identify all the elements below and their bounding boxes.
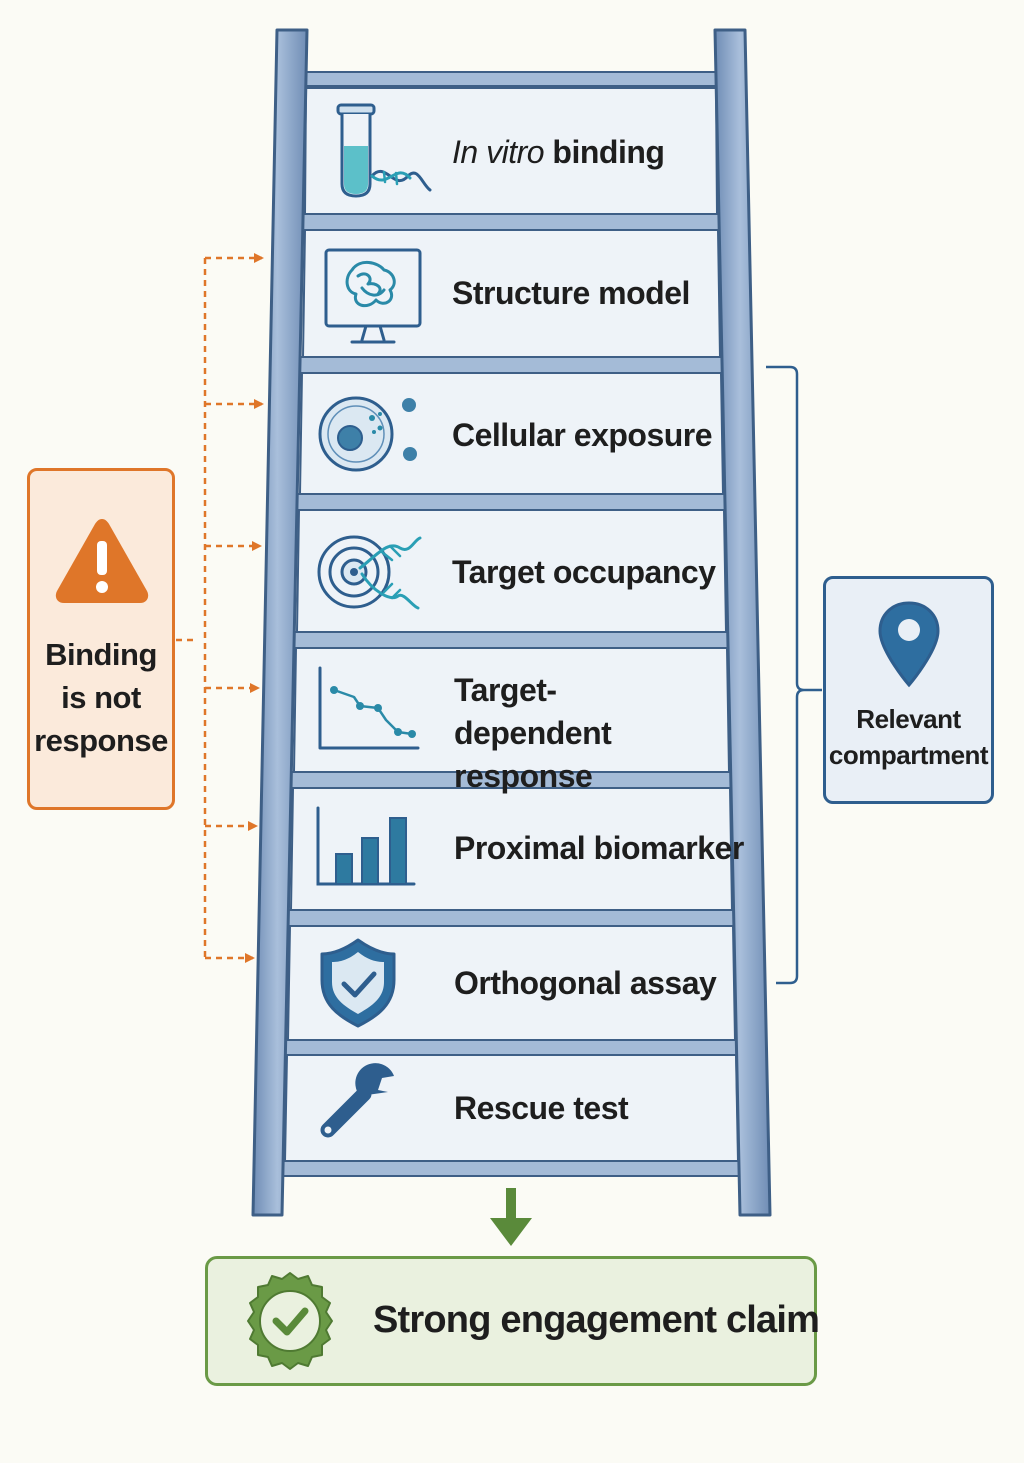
monitor-protein-structure-icon <box>324 248 422 344</box>
rung-label-proximal-biomarker: Proximal biomarker <box>454 830 744 866</box>
rung-label-structure-model: Structure model <box>452 275 690 311</box>
location-pin-icon <box>878 601 940 688</box>
badge-check-icon <box>247 1272 333 1370</box>
down-arrow-icon <box>490 1188 532 1246</box>
rung-label-target-occupancy: Target occupancy <box>452 554 716 590</box>
declining-line-chart-icon <box>318 666 420 750</box>
target-dna-icon <box>317 535 422 610</box>
rung <box>280 1039 742 1056</box>
rung <box>295 356 727 374</box>
ladder-rungs <box>278 71 744 1177</box>
warning-connectors <box>176 253 264 963</box>
bar-chart-icon <box>316 806 416 886</box>
rung <box>297 213 725 231</box>
test-tube-dna-icon <box>336 103 432 198</box>
rung <box>278 1160 744 1177</box>
rung-label-orthogonal-assay: Orthogonal assay <box>454 965 717 1001</box>
rung-label-in-vitro-binding: In vitro binding <box>452 134 665 170</box>
compartment-callout: Relevant compartment <box>823 576 994 804</box>
warning-triangle-icon <box>55 519 149 603</box>
strong-engagement-claim-text: Strong engagement claim <box>373 1299 820 1341</box>
ladder-right-rail <box>713 28 772 1217</box>
compartment-text: Relevant compartment <box>828 704 989 770</box>
ladder-left-rail <box>251 28 309 1217</box>
warning-text: Binding is not response <box>34 637 168 758</box>
rung-label-rescue-test: Rescue test <box>454 1090 629 1126</box>
rung <box>292 493 730 511</box>
rung-label-cellular-exposure: Cellular exposure <box>452 417 713 453</box>
rung <box>299 71 723 87</box>
rung <box>289 631 733 649</box>
rung <box>283 909 739 927</box>
wrench-icon <box>320 1063 394 1138</box>
shield-check-icon <box>320 938 396 1028</box>
warning-callout: Binding is not response <box>27 468 175 810</box>
rung-label-target-dependent-response: Target-dependent response <box>454 672 612 794</box>
cell-icon <box>318 396 417 472</box>
strong-engagement-claim-box: Strong engagement claim <box>205 1256 820 1386</box>
compartment-bracket <box>766 365 822 985</box>
